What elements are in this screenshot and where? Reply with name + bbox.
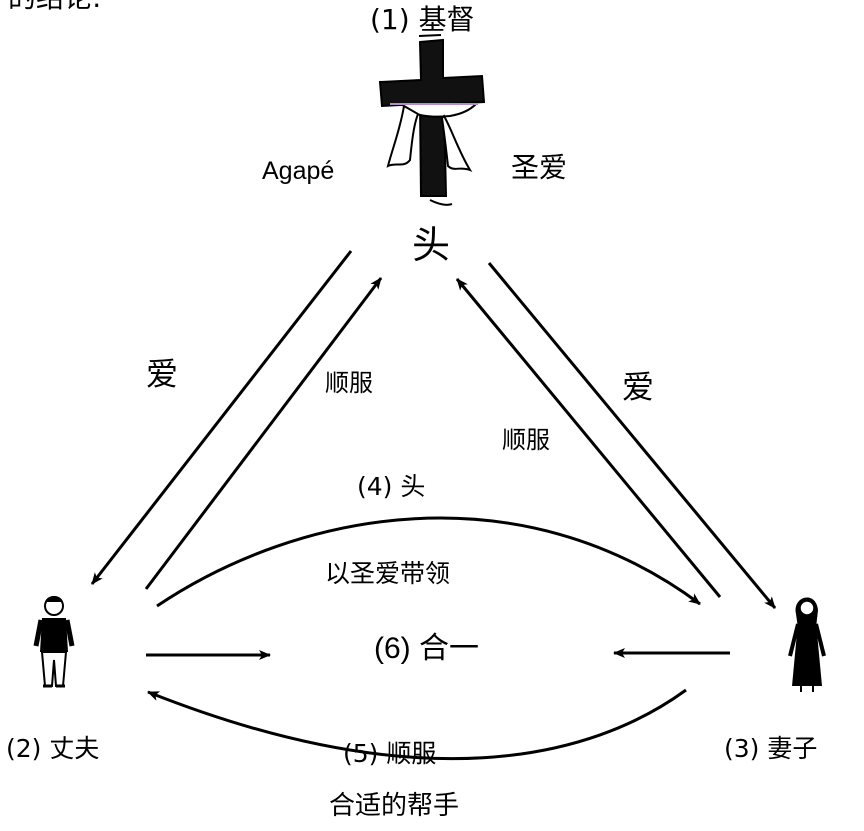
woman-icon xyxy=(788,597,826,692)
left-love-label: 爱 xyxy=(146,355,179,393)
left-submit-label: 顺服 xyxy=(325,369,373,397)
christ-label: (1) 基督 xyxy=(370,3,475,36)
cross-icon xyxy=(378,34,486,206)
love-arrow-christ-to-wife xyxy=(487,262,777,609)
submit-arrow-wife-to-christ xyxy=(455,278,722,598)
agape-label: Agapé xyxy=(262,157,335,185)
headship-title: (4) 头 xyxy=(357,472,426,501)
right-love-label: 爱 xyxy=(622,368,655,406)
right-submit-label: 顺服 xyxy=(502,426,550,454)
submission-subtitle: 合适的帮手 xyxy=(329,791,460,821)
holy-love-label: 圣爱 xyxy=(511,151,568,184)
headship-subtitle: 以圣爱带领 xyxy=(325,559,451,588)
submission-arrow xyxy=(147,688,687,761)
love-arrow-christ-to-husband xyxy=(90,250,353,585)
unity-label: (6) 合一 xyxy=(374,632,479,665)
wife-label: (3) 妻子 xyxy=(724,734,818,763)
husband-label: (2) 丈夫 xyxy=(6,734,100,763)
submission-title: (5) 顺服 xyxy=(343,739,437,768)
headship-arrow xyxy=(156,516,701,608)
head-label: 头 xyxy=(412,223,451,267)
man-icon xyxy=(33,596,75,688)
submit-arrow-husband-to-christ xyxy=(144,277,383,590)
top-partial-text: 的结论: xyxy=(8,0,101,12)
